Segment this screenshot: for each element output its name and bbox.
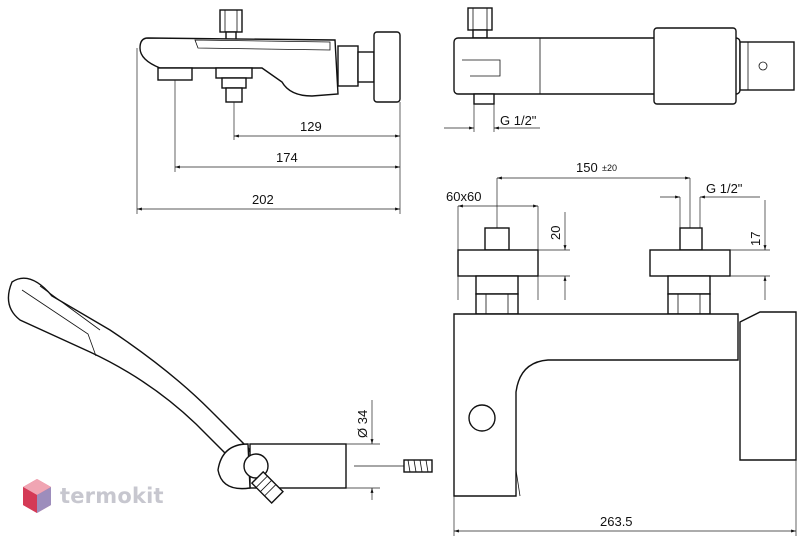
side-outlet [157,67,193,81]
front-connector-left-pipe [484,227,510,251]
top-lever-screw [758,61,768,71]
logo-text: termokit [60,484,164,508]
front-nut-left [475,293,519,315]
dim-label-129: 129 [300,119,322,134]
dim-label-150: 150 [576,160,598,175]
logo-hexagon-icon [23,479,51,513]
dim-label-174: 174 [276,150,298,165]
termokit-logo: termokit [22,478,164,514]
side-diverter-outlet [225,87,243,103]
hand-shower-head [7,277,251,468]
hose-connector [250,470,284,504]
side-view: 129 174 202 [136,9,401,214]
side-handle-knob [219,9,243,33]
side-spout-body [139,37,339,97]
dim-label-d34: Ø 34 [355,410,370,438]
top-handle-knob [467,7,493,31]
mounting-screw [403,459,433,473]
top-lever-housing [653,27,737,105]
dim-label-263-5: 263.5 [600,514,633,529]
front-flange-right [649,249,731,277]
dim-tolerance-150: ±20 [602,163,617,173]
dim-label-17: 17 [748,232,763,246]
top-thread-label: G 1/2" [500,113,537,128]
dim-label-60x60: 60x60 [446,189,481,204]
front-thread-label: G 1/2" [706,181,743,196]
front-connector-right-pipe [679,227,703,251]
side-connector-nut [337,45,359,87]
dim-label-202: 202 [252,192,274,207]
top-view: G 1/2" [444,7,795,132]
front-mixer-body [453,313,739,497]
side-wall-flange [373,31,401,103]
front-nut-right [667,293,711,315]
front-lever [739,311,797,461]
holder-pivot [243,453,269,479]
front-view: 150 ±20 60x60 G 1/2" 20 17 [446,160,797,536]
dim-label-20: 20 [548,226,563,240]
hand-shower-view: Ø 34 [7,277,433,504]
front-diverter-hole [468,404,496,432]
front-flange-left [457,249,539,277]
